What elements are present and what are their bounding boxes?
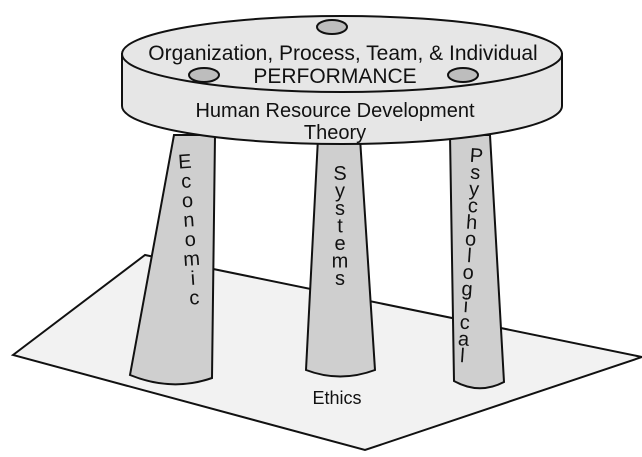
leg-right xyxy=(448,134,506,390)
seat-hole-top xyxy=(316,19,348,35)
seat-hole-right xyxy=(447,67,479,83)
leg-right-label: Psychological xyxy=(455,145,484,368)
seat-band-label-line1: Human Resource Development xyxy=(195,100,474,122)
seat-top-label-line1: Organization, Process, Team, & Individua… xyxy=(148,42,537,65)
leg-left-label: Economic xyxy=(176,151,204,310)
leg-left xyxy=(128,134,217,386)
seat-band-label-line2: Theory xyxy=(304,122,366,144)
leg-middle xyxy=(304,137,377,378)
ethics-label: Ethics xyxy=(312,388,361,408)
seat-hole-left xyxy=(188,67,220,83)
seat-top-label-line2: PERFORMANCE xyxy=(253,65,416,88)
